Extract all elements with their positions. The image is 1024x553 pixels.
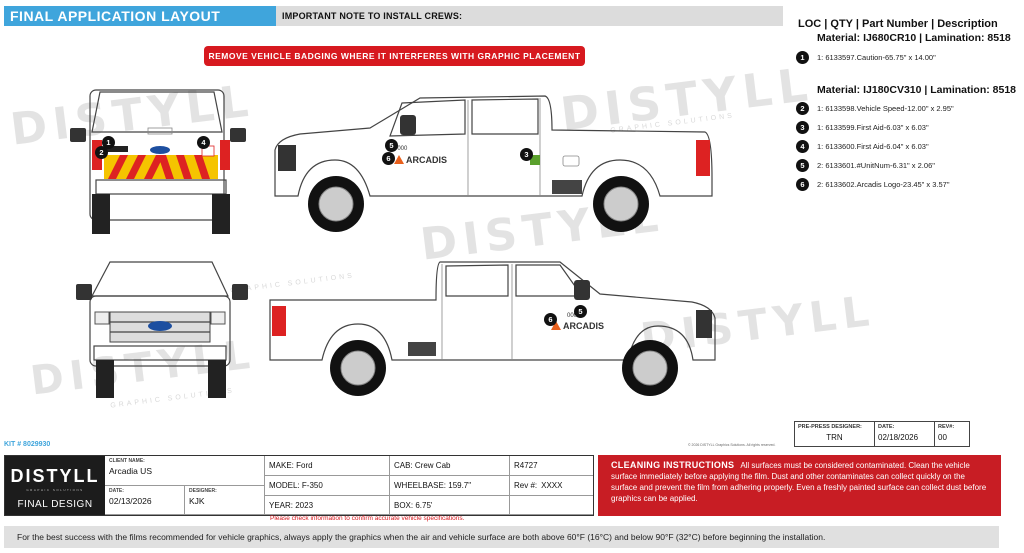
truck-rear-view: [70, 89, 246, 234]
vehicle-drawings: [70, 89, 716, 398]
legend-number: 6: [796, 177, 809, 191]
client-cell: CLIENT NAME: Arcadia US: [105, 456, 265, 486]
legend-number: 2: [796, 101, 809, 115]
legend-item: 3 1: 6133599.First Aid-6.03" x 6.03": [796, 120, 929, 134]
callout-marker: 6: [544, 313, 557, 326]
prepress-box: PRE-PRESS DESIGNER: TRN DATE: 02/18/2026…: [794, 421, 970, 447]
rev-cell: Rev #:XXXX: [510, 476, 593, 496]
arcadis-logo-mark: [551, 321, 561, 330]
wheelbase-cell: WHEELBASE: 159.7": [390, 476, 510, 496]
legend-item: 2 1: 6133598.Vehicle Speed-12.00" x 2.95…: [796, 101, 954, 115]
callout-marker: 1: [102, 136, 115, 149]
callout-marker: 2: [95, 146, 108, 159]
material-label: Material: IJ180CV310 | Lamination: 8518: [817, 84, 1017, 96]
legend-text: 1: 6133597.Caution-65.75" x 14.00": [817, 52, 936, 62]
designer-value: KJK: [189, 496, 205, 506]
rev-value: XXXX: [541, 481, 563, 490]
legend-text: 1: 6133600.First Aid-6.04" x 6.03": [817, 141, 929, 151]
cab-cell: CAB: Crew Cab: [390, 456, 510, 476]
spec-confirm-note: Please check information to confirm accu…: [270, 515, 465, 522]
title-block: DISTYLL GRAPHIC SOLUTIONS FINAL DESIGN C…: [4, 455, 594, 516]
arcadis-logo-mark: [394, 155, 404, 164]
logo-wordmark: DISTYLL: [10, 466, 100, 486]
year-cell: YEAR: 2023: [265, 496, 390, 515]
year-value: YEAR: 2023: [269, 500, 314, 510]
layout-title: FINAL APPLICATION LAYOUT: [4, 6, 276, 26]
prepress-date-value: 02/18/2026: [878, 433, 919, 442]
truck-front-view: [76, 261, 248, 398]
designer-cell: DESIGNER: KJK: [185, 486, 265, 515]
rev-field: Rev #:XXXX: [514, 478, 589, 493]
cleaning-text: All surfaces must be considered contamin…: [611, 461, 987, 503]
callout-marker: 3: [520, 148, 533, 161]
legend-number: 5: [796, 158, 809, 172]
legend-number: 3: [796, 120, 809, 134]
prepress-rev-label: REV#:: [938, 424, 955, 430]
temperature-guidance: For the best success with the films reco…: [4, 526, 999, 548]
callout-marker: 6: [382, 152, 395, 165]
prepress-date-label: DATE:: [878, 424, 895, 430]
final-design-label: FINAL DESIGN: [17, 499, 93, 510]
logo-tagline: GRAPHIC SOLUTIONS: [26, 488, 84, 492]
legend-text: 1: 6133599.First Aid-6.03" x 6.03": [817, 122, 929, 132]
arcadis-decal-driver: ARCADIS: [406, 155, 448, 165]
model-cell: MODEL: F-350: [265, 476, 390, 496]
callout-marker: 4: [197, 136, 210, 149]
make-cell: MAKE: Ford: [265, 456, 390, 476]
client-label: CLIENT NAME:: [109, 458, 145, 464]
prepress-designer-value: TRN: [826, 433, 843, 442]
unit-number-decal-passenger: 0000: [567, 313, 581, 319]
callout-marker: 5: [574, 305, 587, 318]
unit-number-decal-driver: 0000: [394, 146, 408, 152]
blank-cell: [510, 496, 593, 515]
legend-heading: LOC | QTY | Part Number | Description: [798, 18, 998, 30]
client-value: Arcadia US: [109, 466, 152, 476]
prepress-date-cell: DATE: 02/18/2026: [875, 422, 935, 446]
r-code-value: R4727: [514, 461, 538, 470]
legend-item: 1 1: 6133597.Caution-65.75" x 14.00": [796, 50, 936, 64]
truck-passenger-side-view: [269, 261, 716, 396]
legend-text: 2: 6133601.#UnitNum-6.31" x 2.06": [817, 160, 935, 170]
model-value: MODEL: F-350: [269, 481, 323, 490]
caution-chevron-decal: [104, 155, 218, 179]
legend-text: 1: 6133598.Vehicle Speed-12.00" x 2.95": [817, 103, 954, 113]
distyll-logo: DISTYLL GRAPHIC SOLUTIONS FINAL DESIGN: [5, 456, 105, 515]
install-note-heading: IMPORTANT NOTE TO INSTALL CREWS:: [276, 6, 783, 26]
legend-item: 5 2: 6133601.#UnitNum-6.31" x 2.06": [796, 158, 935, 172]
legend-number: 1: [796, 50, 809, 64]
badging-warning-banner: REMOVE VEHICLE BADGING WHERE IT INTERFER…: [204, 46, 585, 66]
r-code-cell: R4727: [510, 456, 593, 476]
date-cell: DATE: 02/13/2026: [105, 486, 185, 515]
legend-number: 4: [796, 139, 809, 153]
make-value: MAKE: Ford: [269, 461, 313, 470]
prepress-rev-value: 00: [938, 433, 947, 442]
callout-marker: 5: [385, 139, 398, 152]
wheelbase-value: WHEELBASE: 159.7": [394, 481, 472, 490]
legend-text: 2: 6133602.Arcadis Logo-23.45" x 3.57": [817, 179, 950, 189]
prepress-designer-cell: PRE-PRESS DESIGNER: TRN: [795, 422, 875, 446]
copyright: © 2026 DISTYLL Graphics Solutions. All r…: [688, 443, 776, 447]
arcadis-decal-passenger: ARCADIS: [563, 321, 605, 331]
prepress-designer-label: PRE-PRESS DESIGNER:: [798, 424, 862, 430]
kit-number: KIT # 8029930: [4, 441, 51, 448]
legend-item: 6 2: 6133602.Arcadis Logo-23.45" x 3.57": [796, 177, 950, 191]
date-label: DATE:: [109, 488, 124, 494]
truck-driver-side-view: [274, 95, 713, 232]
legend-item: 4 1: 6133600.First Aid-6.04" x 6.03": [796, 139, 929, 153]
cleaning-title: CLEANING INSTRUCTIONS: [611, 460, 735, 470]
prepress-rev-cell: REV#: 00: [935, 422, 969, 446]
material-label: Material: IJ680CR10 | Lamination: 8518: [817, 32, 1011, 44]
rev-label: Rev #:: [514, 481, 538, 490]
cab-value: CAB: Crew Cab: [394, 461, 451, 470]
box-value: BOX: 6.75': [394, 500, 433, 510]
box-cell: BOX: 6.75': [390, 496, 510, 515]
designer-label: DESIGNER:: [189, 488, 217, 494]
date-value: 02/13/2026: [109, 496, 152, 506]
